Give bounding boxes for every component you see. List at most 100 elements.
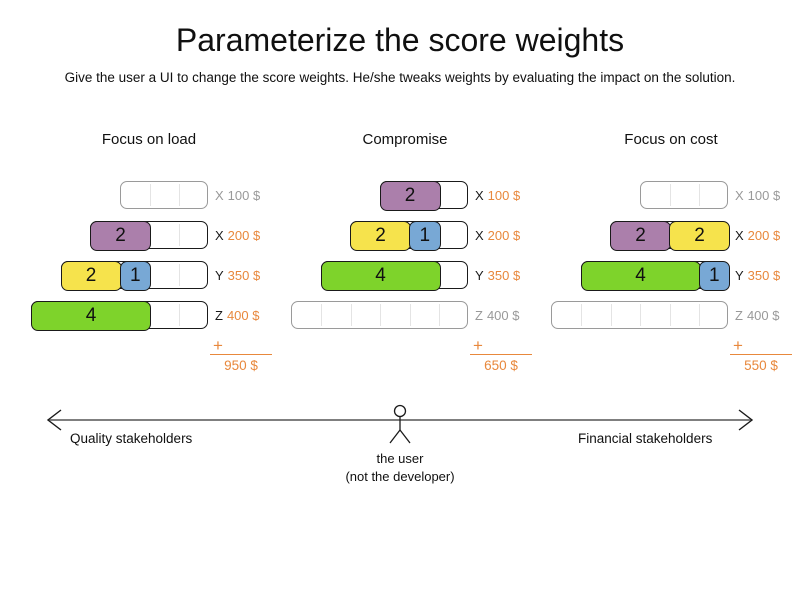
- axis-label-financial: Financial stakeholders: [578, 431, 713, 446]
- cell-divider: [699, 184, 700, 206]
- sum-line: [210, 354, 272, 355]
- cell-divider: [669, 184, 671, 206]
- sum-line: [730, 354, 792, 355]
- row-label-price: 400 $: [486, 307, 520, 323]
- left-arrowhead-icon: [46, 409, 62, 431]
- row-label-letter: Y: [215, 267, 224, 283]
- weight-row-box: [291, 301, 468, 329]
- weight-row-box: 4: [320, 261, 468, 291]
- cell-divider: [179, 264, 180, 286]
- total-amount: 650 $: [484, 358, 518, 373]
- row-label-price: 200 $: [227, 227, 261, 243]
- row-label-price: 200 $: [747, 227, 781, 243]
- plus-sign: +: [733, 336, 743, 355]
- cell-divider: [409, 304, 411, 326]
- cell-divider: [669, 304, 671, 326]
- cell-divider: [350, 304, 352, 326]
- weight-segment: 4: [580, 261, 701, 291]
- row-label-letter: Y: [475, 267, 484, 283]
- weight-row-box: [119, 181, 208, 209]
- cell-divider: [699, 304, 700, 326]
- row-label-letter: X: [735, 187, 744, 203]
- weight-row-box: 4: [31, 301, 208, 331]
- user-label-line1: the user: [376, 451, 424, 466]
- cell-divider: [610, 304, 612, 326]
- user-label-line2: (not the developer): [345, 469, 455, 484]
- cell-divider: [179, 184, 180, 206]
- total-block: +550 $: [730, 336, 792, 373]
- panel-title: Focus on cost: [624, 131, 718, 148]
- weight-row-box: [639, 181, 728, 209]
- weight-segment: 1: [409, 221, 441, 251]
- weight-segment: 1: [698, 261, 730, 291]
- row-label-price: 100 $: [227, 187, 261, 203]
- cell-divider: [179, 224, 180, 246]
- cell-divider: [439, 304, 440, 326]
- total-amount: 550 $: [744, 358, 778, 373]
- weight-segment: 4: [320, 261, 441, 291]
- right-arrowhead-icon: [738, 409, 754, 431]
- axis-label-quality: Quality stakeholders: [70, 431, 193, 446]
- row-label-letter: X: [475, 187, 484, 203]
- row-label-price: 400 $: [226, 307, 260, 323]
- page-title: Parameterize the score weights: [175, 22, 625, 58]
- cell-divider: [581, 304, 582, 326]
- row-label-price: 350 $: [747, 267, 781, 283]
- row-label-letter: Z: [215, 307, 223, 323]
- row-label-price: 400 $: [746, 307, 780, 323]
- stakeholder-axis: [46, 404, 754, 444]
- row-label-price: 100 $: [747, 187, 781, 203]
- row-label-price: 350 $: [227, 267, 261, 283]
- panel-title: Focus on load: [101, 131, 197, 148]
- weight-row-box: 2: [379, 181, 468, 211]
- weight-segment: 2: [90, 221, 151, 251]
- weight-row-box: [551, 301, 728, 329]
- row-label-letter: X: [735, 227, 744, 243]
- weight-segment: 2: [669, 221, 730, 251]
- total-block: +950 $: [210, 336, 272, 373]
- row-label-letter: Z: [735, 307, 743, 323]
- cell-divider: [321, 304, 322, 326]
- weight-segment: 2: [60, 261, 122, 291]
- row-label-letter: X: [475, 227, 484, 243]
- sum-line: [470, 354, 532, 355]
- weight-segment: 2: [350, 221, 411, 251]
- user-stick-figure-icon: [389, 404, 411, 444]
- total-block: +650 $: [470, 336, 532, 373]
- cell-divider: [179, 304, 180, 326]
- weight-segment: 2: [379, 181, 441, 211]
- cell-divider: [380, 304, 381, 326]
- weight-segment: 2: [610, 221, 671, 251]
- row-label-price: 100 $: [487, 187, 521, 203]
- panel-title: Compromise: [362, 131, 448, 148]
- weight-segment: 1: [119, 261, 151, 291]
- plus-sign: +: [473, 336, 483, 355]
- row-label-letter: X: [215, 227, 224, 243]
- total-amount: 950 $: [224, 358, 258, 373]
- row-label-letter: Z: [475, 307, 483, 323]
- cell-divider: [640, 304, 641, 326]
- row-label-price: 350 $: [487, 267, 521, 283]
- page-subtitle: Give the user a UI to change the score w…: [64, 70, 736, 85]
- row-label-price: 200 $: [487, 227, 521, 243]
- weight-segment: 4: [31, 301, 151, 331]
- weight-row-box: 2: [90, 221, 208, 251]
- row-label-letter: Y: [735, 267, 744, 283]
- plus-sign: +: [213, 336, 223, 355]
